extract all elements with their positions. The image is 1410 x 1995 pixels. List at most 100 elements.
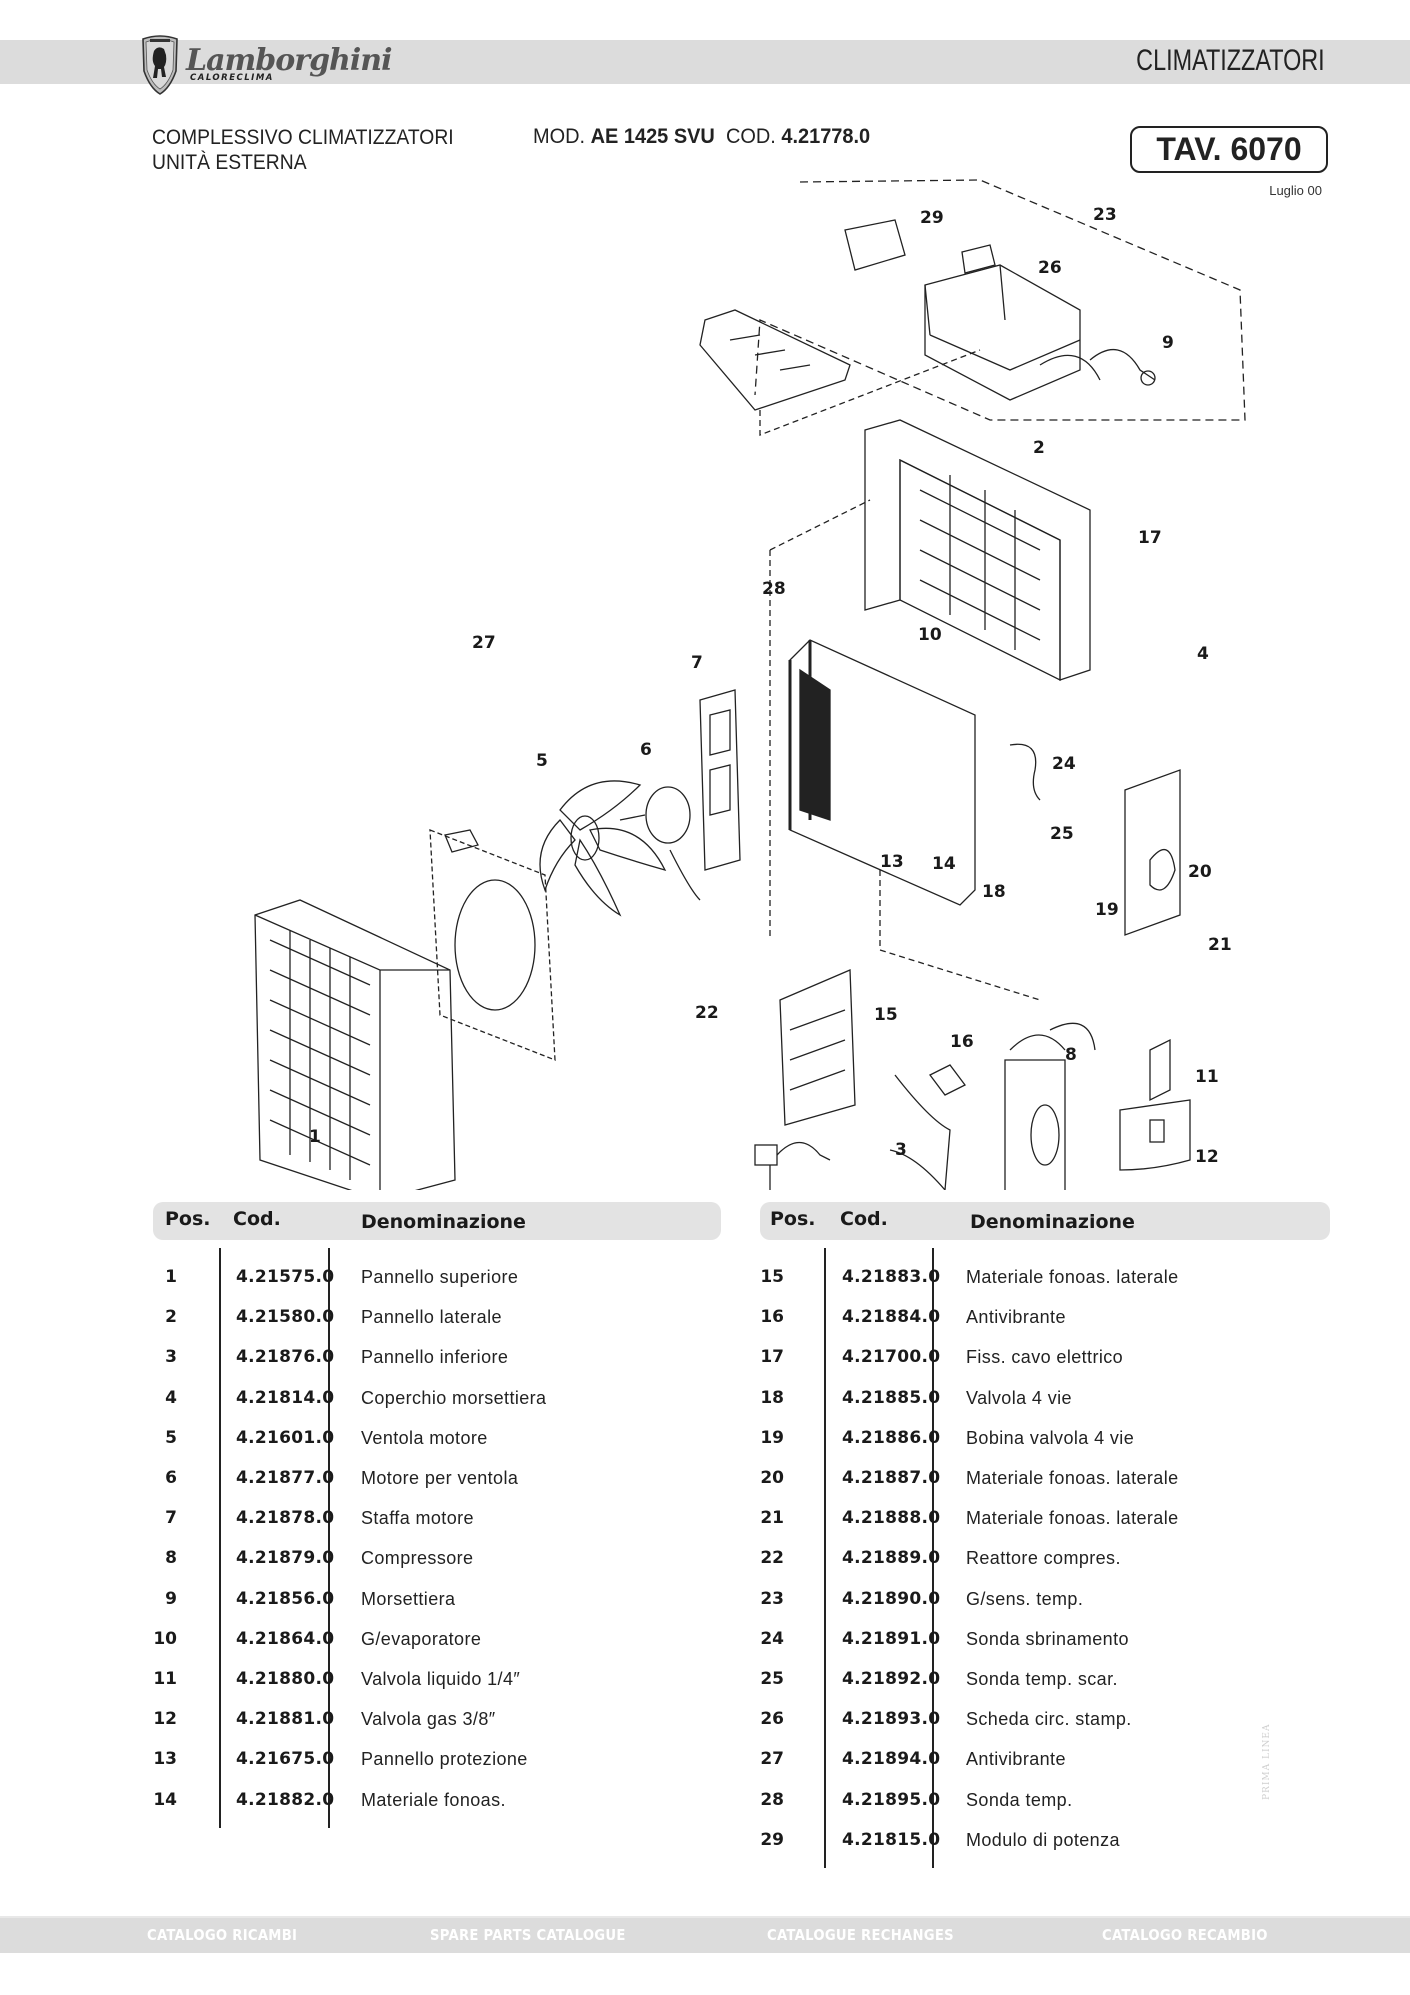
- row-code: 4.21601.0: [236, 1427, 335, 1448]
- row-description: Pannello laterale: [361, 1307, 502, 1328]
- footer-item-es: CATALOGO RECAMBIO: [1102, 1926, 1268, 1944]
- header-den: Denominazione: [361, 1211, 526, 1233]
- row-code: 4.21880.0: [236, 1669, 335, 1689]
- row-code: 4.21814.0: [236, 1387, 335, 1408]
- callout-14: 14: [932, 854, 956, 874]
- row-description: Ventola motore: [361, 1427, 488, 1448]
- brand-subtitle: CALORECLIMA: [190, 72, 274, 83]
- printer-watermark: PRIMA LINEA: [1262, 1723, 1272, 1800]
- callout-28: 28: [762, 579, 786, 599]
- footer-item-en: SPARE PARTS CATALOGUE: [430, 1926, 626, 1944]
- row-code: 4.21883.0: [842, 1267, 941, 1287]
- callout-19: 19: [1095, 900, 1119, 920]
- row-position: 29: [760, 1829, 784, 1850]
- row-code: 4.21886.0: [842, 1427, 941, 1448]
- callout-3: 3: [895, 1140, 907, 1160]
- row-position: 22: [760, 1548, 784, 1569]
- callout-18: 18: [982, 882, 1006, 902]
- row-description: Reattore compres.: [966, 1548, 1121, 1569]
- assembly-subtitle: COMPLESSIVO CLIMATIZZATORI UNITÀ ESTERNA: [152, 125, 454, 175]
- table-header-left: Pos. Cod. Denominazione: [153, 1202, 721, 1240]
- motor-bracket-outline: [699, 689, 741, 871]
- row-position: 5: [165, 1427, 177, 1448]
- row-description: Morsettiera: [361, 1588, 456, 1609]
- sound-material-15-outline: [889, 1074, 951, 1190]
- protection-panel-outline: [779, 969, 856, 1126]
- row-code: 4.21881.0: [236, 1709, 335, 1730]
- table-row: 5 4.21601.0 Ventola motore: [153, 1428, 721, 1468]
- reactor-outline: [754, 1144, 778, 1166]
- row-code: 4.21895.0: [842, 1789, 941, 1810]
- brand-name: Lamborghini: [186, 42, 392, 78]
- row-position: 8: [165, 1548, 177, 1569]
- row-position: 2: [165, 1307, 177, 1328]
- table-row: 2 4.21580.0 Pannello laterale: [153, 1307, 721, 1347]
- model-info: MOD. AE 1425 SVU COD. 4.21778.0: [533, 125, 870, 149]
- callout-23: 23: [1093, 205, 1117, 225]
- code-value: 4.21778.0: [781, 125, 871, 148]
- sound-panel-21-outline: [1119, 1099, 1191, 1171]
- sound-panel-20-outline: [1149, 1038, 1171, 1102]
- row-code: 4.21892.0: [842, 1669, 941, 1689]
- row-position: 4: [165, 1387, 177, 1408]
- terminal-cover-outline: [1124, 769, 1181, 936]
- row-position: 28: [760, 1789, 784, 1810]
- callout-5: 5: [536, 751, 548, 771]
- row-description: Antivibrante: [966, 1749, 1066, 1770]
- column-divider: [824, 1248, 826, 1868]
- row-position: 24: [760, 1628, 784, 1649]
- model-value: AE 1425 SVU: [590, 125, 715, 148]
- table-row: 24 4.21891.0 Sonda sbrinamento: [760, 1629, 1330, 1669]
- footer-item-fr: CATALOGUE RECHANGES: [767, 1926, 954, 1944]
- row-position: 3: [165, 1347, 177, 1368]
- table-row: 22 4.21889.0 Reattore compres.: [760, 1548, 1330, 1588]
- row-position: 12: [153, 1709, 177, 1730]
- fan-motor-outline: [645, 786, 691, 844]
- callout-22: 22: [695, 1003, 719, 1023]
- header-pos: Pos.: [770, 1208, 816, 1230]
- header-bar: [0, 40, 1410, 84]
- row-position: 19: [760, 1427, 784, 1448]
- revision-date: Luglio 00: [1269, 183, 1322, 198]
- row-position: 21: [760, 1508, 784, 1529]
- row-code: 4.21580.0: [236, 1307, 335, 1328]
- header-pos: Pos.: [165, 1208, 211, 1230]
- subtitle-line-1: COMPLESSIVO CLIMATIZZATORI: [152, 126, 454, 149]
- row-code: 4.21891.0: [842, 1628, 941, 1649]
- row-code: 4.21894.0: [842, 1749, 941, 1770]
- row-description: Pannello superiore: [361, 1267, 519, 1287]
- row-code: 4.21884.0: [842, 1307, 941, 1328]
- row-code: 4.21856.0: [236, 1588, 335, 1609]
- row-description: Sonda sbrinamento: [966, 1628, 1129, 1649]
- row-description: Valvola liquido 1/4″: [361, 1669, 521, 1689]
- callout-16: 16: [950, 1032, 974, 1052]
- callout-4: 4: [1197, 644, 1209, 664]
- brand-logo: Lamborghini CALORECLIMA: [140, 30, 392, 98]
- callout-17: 17: [1138, 528, 1162, 548]
- row-description: Modulo di potenza: [966, 1829, 1120, 1850]
- row-description: Valvola 4 vie: [966, 1387, 1072, 1408]
- row-description: Valvola gas 3/8″: [361, 1709, 496, 1730]
- row-description: Materiale fonoas. laterale: [966, 1508, 1179, 1529]
- row-code: 4.21889.0: [842, 1548, 941, 1569]
- compressor-outline: [1004, 1059, 1066, 1190]
- row-description: G/evaporatore: [361, 1628, 482, 1649]
- side-panel-outline: [864, 419, 1091, 681]
- row-description: Scheda circ. stamp.: [966, 1709, 1132, 1730]
- row-description: Bobina valvola 4 vie: [966, 1427, 1135, 1448]
- row-position: 9: [165, 1588, 177, 1609]
- row-description: Pannello inferiore: [361, 1347, 509, 1368]
- code-prefix: COD.: [725, 125, 776, 148]
